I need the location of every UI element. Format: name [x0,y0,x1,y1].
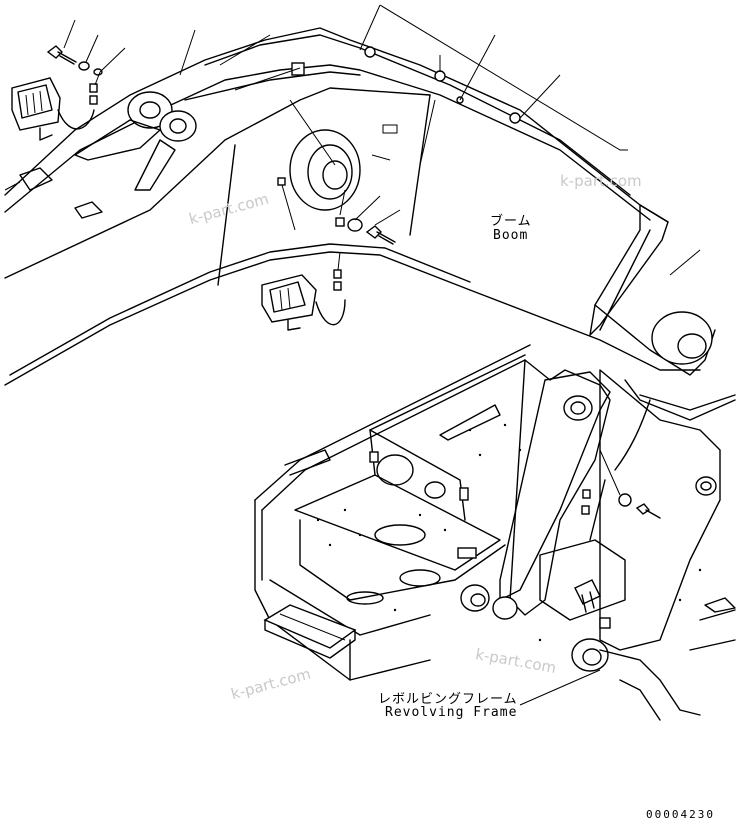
work-lamp-left [11,77,98,141]
boom-body [4,27,716,386]
leader-lines [4,4,701,496]
frame-label-leader [519,669,601,706]
revolving-frame [254,344,736,721]
bolt-washer-left [46,45,103,76]
bolt-washer-center [277,177,396,245]
boom-label-en: Boom [493,228,529,243]
watermark-1: k-part.com [560,172,642,190]
boom-label-jp: ブーム [490,214,532,229]
drawing-number: 00004230 [646,808,715,821]
frame-label-en: Revolving Frame [385,705,518,720]
frame-label-jp: レボルビングフレーム [378,692,518,707]
boom-harness [184,34,631,196]
work-lamp-center [261,251,346,331]
